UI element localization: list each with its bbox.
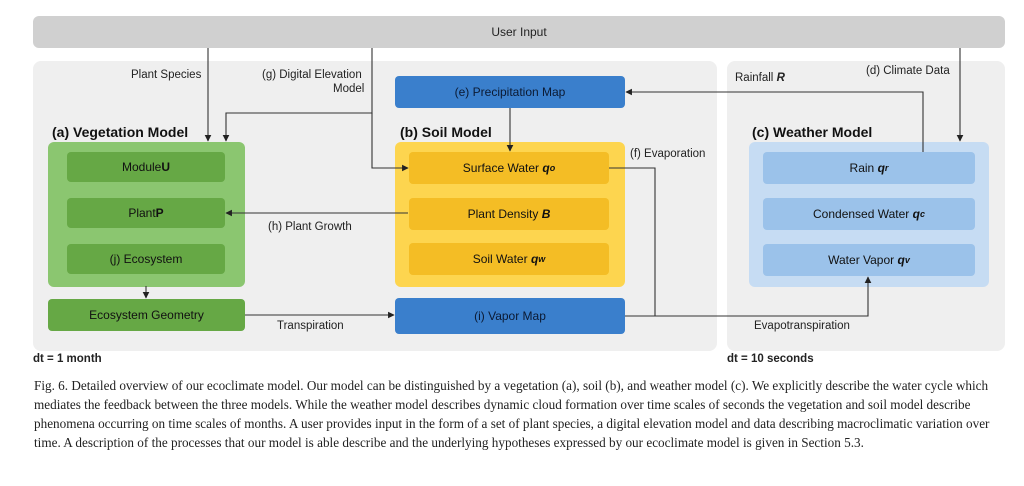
plant-density-box: Plant Density B (409, 198, 609, 230)
module-u-box: Module U (67, 152, 225, 182)
rain-label: Rain (849, 161, 875, 175)
plant-p-box: Plant P (67, 198, 225, 228)
dem-label-line1: (g) Digital Elevation (262, 69, 362, 81)
surface-water-label: Surface Water (462, 161, 540, 175)
ecosystem-geometry-box: Ecosystem Geometry (48, 299, 245, 331)
plant-density-label: Plant Density (467, 207, 539, 221)
evaporation-line (609, 167, 656, 317)
surface-water-symbol: q (542, 161, 550, 175)
rain-symbol: q (877, 161, 885, 175)
module-u-label: Module (121, 160, 162, 174)
weather-title: (c) Weather Model (752, 124, 873, 140)
dem-arrow-soil (371, 113, 409, 172)
precipitation-map-box: (e) Precipitation Map (395, 76, 625, 108)
evaporation-label: (f) Evaporation (630, 148, 706, 160)
user-input-label: User Input (491, 25, 547, 39)
dem-arrow-vegetation (222, 48, 373, 142)
vegetation-title: (a) Vegetation Model (52, 124, 189, 140)
water-vapor-subscript: v (904, 254, 910, 265)
ecosystem-label: (j) Ecosystem (109, 252, 183, 266)
rainfall-arrow (625, 88, 924, 152)
plant-density-symbol: B (541, 207, 551, 221)
rain-subscript: r (884, 162, 889, 173)
plant-p-label: Plant (128, 206, 156, 220)
plant-growth-label: (h) Plant Growth (268, 221, 352, 233)
transpiration-label: Transpiration (277, 320, 344, 332)
plant-species-label: Plant Species (131, 69, 202, 81)
module-u-symbol: U (161, 160, 171, 174)
vapor-map-box: (i) Vapor Map (395, 298, 625, 334)
evapotranspiration-arrow (625, 276, 872, 317)
climate-data-label: (d) Climate Data (866, 65, 950, 77)
user-input-bar: User Input (33, 16, 1005, 48)
surface-water-subscript: o (549, 162, 556, 173)
soil-water-label: Soil Water (472, 252, 528, 266)
rainfall-symbol: R (776, 72, 785, 84)
dem-label-line2: Model (333, 83, 365, 95)
water-vapor-label: Water Vapor (828, 253, 895, 267)
soil-water-subscript: w (538, 253, 546, 264)
ecosystem-box: (j) Ecosystem (67, 244, 225, 274)
figure-caption: Fig. 6. Detailed overview of our ecoclim… (34, 378, 990, 450)
soil-title: (b) Soil Model (400, 124, 492, 140)
vegetation-dt-label: dt = 1 month (33, 353, 102, 365)
evapotranspiration-label: Evapotranspiration (754, 320, 850, 332)
condensed-water-symbol: q (912, 207, 920, 221)
rainfall-label: Rainfall R (735, 72, 785, 84)
condensed-water-subscript: c (919, 208, 925, 219)
vapor-map-label: (i) Vapor Map (474, 309, 546, 323)
plant-p-symbol: P (155, 206, 164, 220)
water-vapor-symbol: q (897, 253, 905, 267)
precipitation-map-label: (e) Precipitation Map (454, 85, 566, 99)
rainfall-text: Rainfall (735, 72, 777, 84)
weather-dt-label: dt = 10 seconds (727, 353, 814, 365)
soil-water-symbol: q (530, 252, 539, 266)
condensed-water-label: Condensed Water (813, 207, 910, 221)
ecosystem-geometry-label: Ecosystem Geometry (89, 308, 204, 322)
